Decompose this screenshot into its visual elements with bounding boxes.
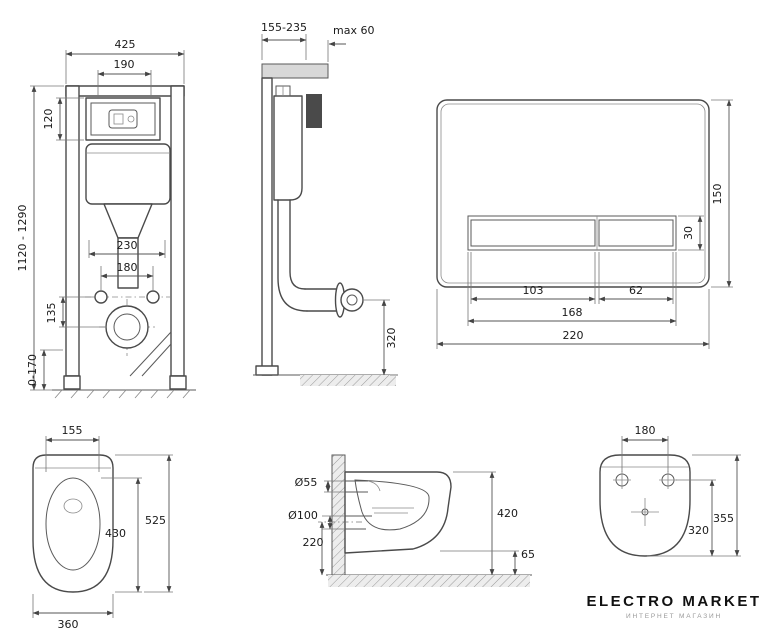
dim-outlet-diameter: Ø55 [295,476,318,489]
dim-depth-range: 155-235 [261,21,307,34]
dim-spacing-135: 135 [45,303,58,324]
dim-plan-width: 180 [635,424,656,437]
dim-frame-height-range: 1120 - 1290 [16,205,29,272]
dim-feet-range: 0-170 [26,354,39,386]
bowl-front-view: 155 430 525 360 [32,424,173,631]
dim-drain-height: 220 [303,536,324,549]
bowl-plan-dimensions: 180 320 355 [621,424,741,557]
dim-drain-diameter: Ø100 [288,509,318,522]
fixing-bolt-right [146,290,160,304]
wall-bracket [306,94,322,128]
dim-button-small: 62 [629,284,643,297]
dim-total-height: 525 [145,514,166,527]
frame-front-view: 425 190 120 1120 - 1290 230 180 135 0-17… [16,38,196,399]
bowl-side-dimensions: Ø55 Ø100 220 420 65 [288,471,535,576]
brand-logo: ELECTRO MARKET ИНТЕРНЕТ МАГАЗИН [587,593,762,620]
side-foot [255,365,279,376]
dim-rim-height: 430 [105,527,126,540]
bowl-profile [344,471,452,554]
frame-foot-left [63,375,81,390]
bowl-outline [32,454,114,593]
cistern-side [273,95,303,201]
dim-frame-inner-width: 190 [114,58,135,71]
dim-bowl-height: 420 [497,507,518,520]
dim-button-large: 103 [523,284,544,297]
dim-bowl-width: 360 [58,618,79,631]
flush-button-large [470,219,596,247]
logo-title: ELECTRO MARKET [587,593,762,610]
dim-outlet-height: 320 [385,328,398,349]
bowl-side-view: Ø55 Ø100 220 420 65 [288,454,535,587]
frame-front-dimensions: 425 190 120 1120 - 1290 230 180 135 0-17… [16,38,185,391]
frame-side-view: 155-235 max 60 320 [253,21,398,386]
ground-hatch [54,389,191,399]
button-bezel [467,215,677,251]
frame-foot-right [169,375,187,390]
floor-hatch-2 [328,575,530,587]
dim-spacing-230: 230 [117,239,138,252]
logo-subtitle: ИНТЕРНЕТ МАГАЗИН [626,613,722,620]
floor-hatch [300,375,396,386]
dim-wall-max: max 60 [333,24,374,37]
wall-hatch [331,454,346,576]
dim-buttons-width: 168 [562,306,583,319]
flush-plate-view: 103 62 168 220 150 30 [436,99,733,349]
bowl-plan-view: 180 320 355 [599,424,741,557]
dim-clearance: 65 [521,548,535,561]
top-bracket [261,63,329,79]
dim-plate-height: 150 [711,184,724,205]
bowl-front-dimensions: 155 430 525 360 [32,424,173,631]
dim-spacing-180: 180 [117,261,138,274]
dim-plan-depth: 320 [688,524,709,537]
fixing-bolt-left [94,290,108,304]
dim-button-height: 30 [682,226,695,240]
flush-plate-dimensions: 103 62 168 220 150 30 [436,99,733,349]
frame-side-dimensions: 155-235 max 60 320 [261,21,398,376]
seat-opening [45,477,101,571]
dim-frame-width: 425 [115,38,136,51]
dim-panel-height: 120 [42,109,55,130]
dim-plate-width: 220 [563,329,584,342]
dim-seat-width: 155 [62,424,83,437]
flush-button-small [598,219,674,247]
dim-plan-total-depth: 355 [713,512,734,525]
drain-outlet [105,305,149,349]
flush-plate-body [436,99,710,288]
